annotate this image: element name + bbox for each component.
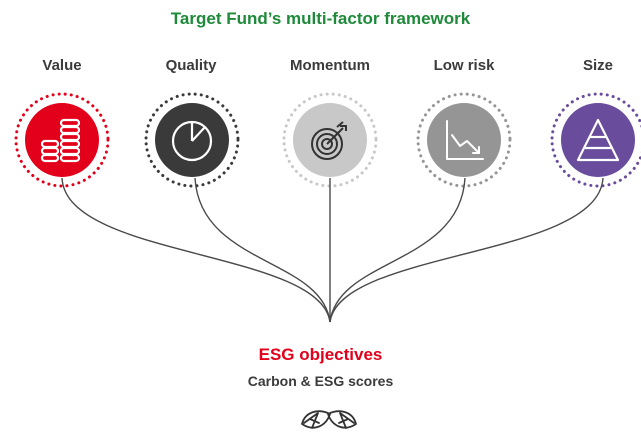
esg-objectives-subtitle: Carbon & ESG scores [247,373,394,389]
pyramid-icon [576,118,620,162]
connector-low-risk [329,177,466,323]
diagram-title: Target Fund’s multi-factor framework [170,9,471,28]
dotted-ring [14,92,110,188]
leaves-icon [301,410,357,429]
dotted-ring [144,92,240,188]
factor-disc [427,103,501,177]
factor-disc [561,103,635,177]
connector-value [61,177,331,323]
factor-size [550,92,641,188]
factor-label-quality: Quality [165,57,217,74]
connector-quality [194,177,331,323]
pie-chart-icon [171,120,213,162]
connector-size [329,177,604,323]
factor-quality [144,92,240,188]
target-arrow-icon [311,121,347,160]
factor-low-risk [416,92,512,188]
factor-label-momentum: Momentum [290,57,370,74]
factor-momentum [282,92,378,188]
declining-chart-icon [446,120,484,160]
connector-lines [61,177,604,323]
factor-label-size: Size [582,57,613,74]
coin-stacks-icon [40,118,81,163]
factor-label-low-risk: Low risk [433,57,495,74]
factor-label-value: Value [42,57,82,74]
dotted-ring [550,92,641,188]
esg-objectives-title: ESG objectives [258,345,383,364]
factor-value [14,92,110,188]
